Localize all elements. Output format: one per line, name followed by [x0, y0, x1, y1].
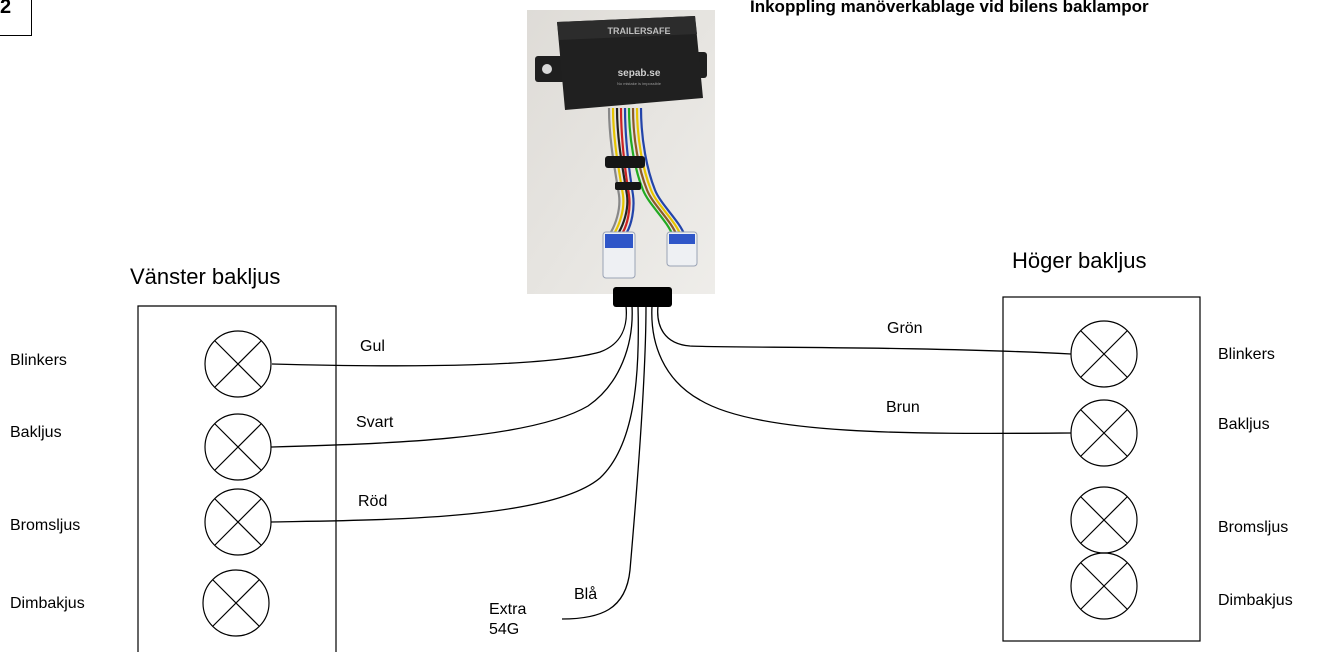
extra-label-line1: Extra	[489, 601, 527, 618]
harness-connector	[613, 287, 672, 307]
module-website: sepab.se	[618, 68, 661, 79]
right-lamp-label-bakljus: Bakljus	[1218, 416, 1270, 433]
left-taillight-box	[137, 305, 337, 652]
wire-label-rod: Röd	[358, 493, 388, 510]
module-body	[557, 16, 703, 110]
wire-label-gron: Grön	[887, 320, 923, 337]
wire-gron	[657, 305, 1072, 355]
lamp-right-blinkers-icon	[1070, 320, 1138, 388]
page-title: Inkoppling manöverkablage vid bilens bak…	[750, 0, 1149, 16]
wire-brun	[651, 305, 1072, 435]
lamp-right-bromsljus-icon	[1070, 486, 1138, 554]
lamp-left-bakljus-icon	[204, 413, 272, 481]
left-lamp-label-bromsljus: Bromsljus	[10, 517, 81, 534]
lamp-right-bakljus-icon	[1070, 399, 1138, 467]
page-number-box	[0, 0, 32, 36]
extra-54g-label: Extra 54G	[489, 600, 526, 640]
right-lamp-label-dimbakjus: Dimbakjus	[1218, 592, 1293, 609]
lamp-right-dimbakjus-icon	[1070, 552, 1138, 620]
left-lamp-label-bakljus: Bakljus	[10, 424, 62, 441]
wire-gul	[271, 305, 628, 367]
left-taillight-title: Vänster bakljus	[130, 264, 281, 289]
trailersafe-module-photo: TRAILERSAFE sepab.se No mistake is impos…	[527, 10, 715, 294]
right-lamp-label-bromsljus: Bromsljus	[1218, 519, 1289, 536]
lamp-left-blinkers-icon	[204, 330, 272, 398]
module-tagline: No mistake is impossible	[617, 81, 662, 86]
cable-bundle	[607, 107, 687, 237]
page-number: 2	[0, 0, 12, 18]
right-taillight-box	[1002, 296, 1201, 642]
left-lamp-label-blinkers: Blinkers	[10, 352, 67, 369]
wire-rod	[270, 305, 639, 523]
wire-label-svart: Svart	[356, 414, 394, 431]
left-lamp-label-dimbakjus: Dimbakjus	[10, 595, 85, 612]
wire-label-brun: Brun	[886, 399, 920, 416]
wire-label-gul: Gul	[360, 338, 385, 355]
right-lamp-label-blinkers: Blinkers	[1218, 346, 1275, 363]
wire-label-bla: Blå	[574, 586, 598, 603]
lamp-left-dimbakjus-icon	[202, 569, 270, 637]
module-brand: TRAILERSAFE	[608, 26, 671, 36]
lamp-left-bromsljus-icon	[204, 488, 272, 556]
wire-svart	[270, 305, 633, 448]
extra-label-line2: 54G	[489, 621, 520, 638]
right-taillight-title: Höger bakljus	[1012, 248, 1147, 273]
wire-bla	[561, 305, 647, 620]
